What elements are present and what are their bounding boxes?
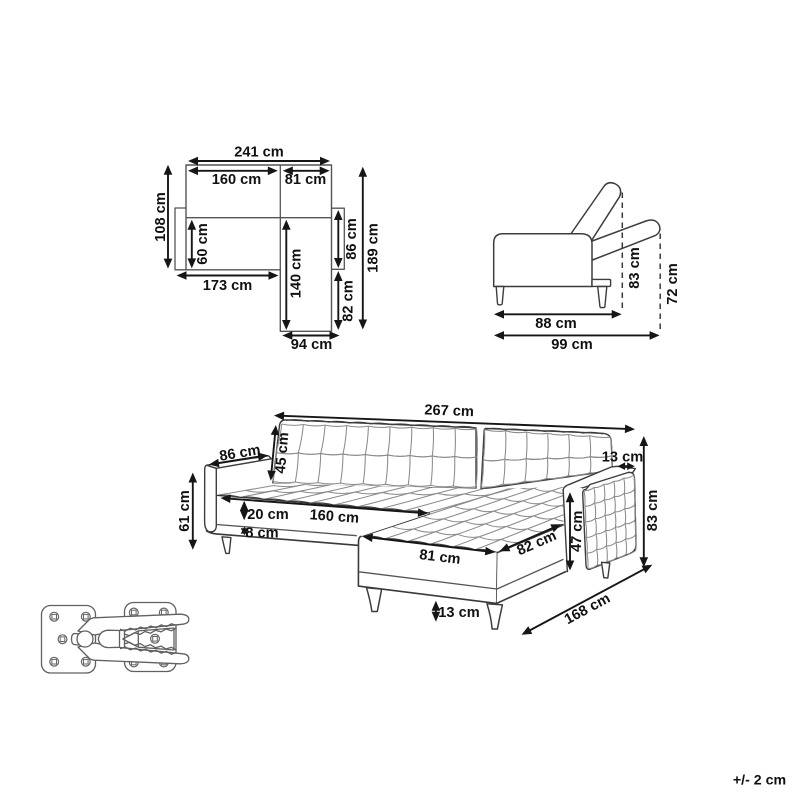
- svg-text:82 cm: 82 cm: [341, 280, 357, 321]
- svg-text:160 cm: 160 cm: [212, 172, 262, 188]
- svg-text:81 cm: 81 cm: [285, 172, 326, 188]
- svg-text:72 cm: 72 cm: [665, 263, 681, 304]
- svg-text:140 cm: 140 cm: [289, 249, 305, 299]
- svg-text:61 cm: 61 cm: [177, 490, 193, 531]
- svg-text:108 cm: 108 cm: [153, 192, 169, 242]
- svg-text:83 cm: 83 cm: [645, 490, 661, 531]
- svg-text:86 cm: 86 cm: [218, 442, 261, 465]
- svg-text:13 cm: 13 cm: [438, 605, 479, 621]
- svg-text:13 cm: 13 cm: [602, 450, 643, 466]
- svg-text:173 cm: 173 cm: [203, 278, 253, 294]
- svg-text:8 cm: 8 cm: [245, 526, 278, 542]
- svg-text:20 cm: 20 cm: [247, 507, 288, 523]
- svg-text:94 cm: 94 cm: [291, 337, 332, 353]
- svg-text:83 cm: 83 cm: [627, 247, 643, 288]
- svg-text:99 cm: 99 cm: [551, 337, 592, 353]
- svg-text:241 cm: 241 cm: [234, 145, 284, 161]
- svg-text:81 cm: 81 cm: [418, 547, 461, 568]
- svg-text:+/- 2 cm: +/- 2 cm: [733, 773, 786, 789]
- svg-text:160 cm: 160 cm: [309, 507, 360, 527]
- svg-text:267 cm: 267 cm: [424, 402, 474, 420]
- svg-text:47 cm: 47 cm: [569, 510, 586, 552]
- svg-text:86 cm: 86 cm: [344, 218, 360, 259]
- svg-text:189 cm: 189 cm: [366, 223, 382, 273]
- svg-text:45 cm: 45 cm: [273, 432, 293, 475]
- svg-text:88 cm: 88 cm: [535, 316, 576, 332]
- svg-text:60 cm: 60 cm: [195, 223, 211, 264]
